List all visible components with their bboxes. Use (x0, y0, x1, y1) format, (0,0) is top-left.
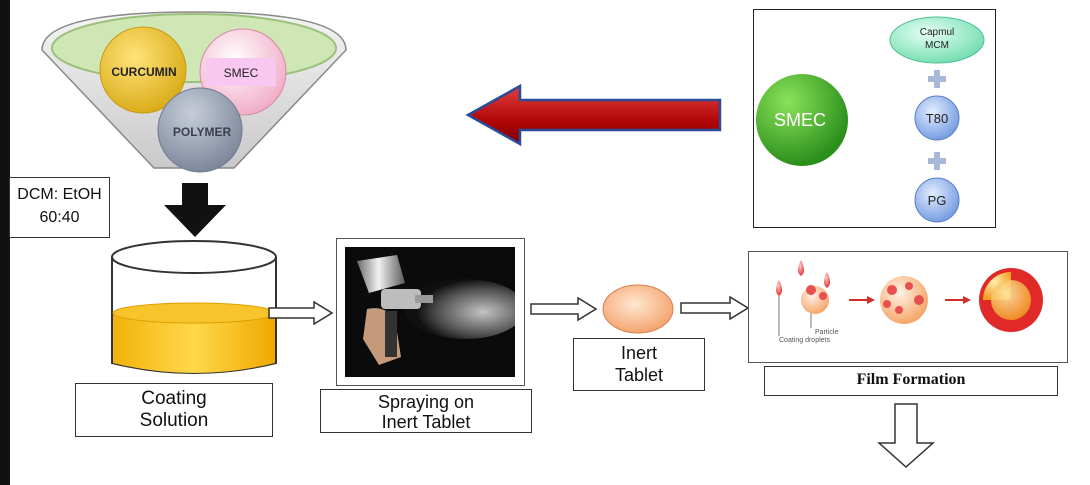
spraying-line1: Spraying on (377, 392, 475, 412)
solvent-line2: 60:40 (39, 209, 80, 226)
coating-droplets (776, 260, 830, 336)
ingredient-funnel: CURCUMIN SMEC POLYMER (41, 11, 347, 173)
coating-solution-label: Coating Solution (75, 383, 273, 437)
pg-label: PG (928, 193, 947, 208)
film-formation-label: Film Formation (764, 366, 1058, 396)
pg-circle (914, 177, 960, 223)
film-formation-illustration: Particle Coating droplets (776, 260, 1043, 344)
spray-mist (405, 279, 515, 339)
spray-gun-image (345, 247, 515, 377)
capmul-circle (889, 16, 985, 64)
particle-label: Particle (815, 329, 838, 336)
polymer-circle (157, 87, 243, 173)
hollow-arrow-3 (680, 295, 750, 321)
hollow-down-arrow (877, 403, 935, 469)
left-edge-bar (0, 0, 10, 485)
down-arrow-thick (164, 183, 226, 237)
solvent-ratio-box: DCM: EtOH 60:40 (9, 177, 110, 238)
inert-tablet-line2: Tablet (614, 365, 664, 385)
capmul-label-line1: Capmul (920, 27, 954, 38)
t80-circle (914, 95, 960, 141)
funnel-rim (51, 13, 337, 83)
polymer-label: POLYMER (173, 125, 232, 139)
capmul-label-line2: MCM (925, 40, 949, 51)
smec-main-label: SMEC (774, 110, 826, 130)
spraying-line2: Inert Tablet (381, 412, 471, 432)
red-left-arrow (465, 83, 722, 147)
inert-tablet-image (602, 284, 674, 334)
plus-icon-2 (928, 152, 946, 170)
t80-label: T80 (926, 111, 948, 126)
curcumin-label: CURCUMIN (111, 65, 176, 79)
coating-solution-line1: Coating (141, 388, 207, 409)
coating-solution-line2: Solution (139, 410, 209, 431)
inert-tablet-line1: Inert (620, 343, 658, 363)
spray-cup (357, 255, 405, 293)
film-formation-title: Film Formation (856, 371, 966, 388)
spraying-label: Spraying on Inert Tablet (320, 389, 532, 433)
film-formation-frame: Particle Coating droplets (748, 251, 1068, 363)
hollow-arrow-1 (268, 300, 334, 326)
curcumin-circle (99, 26, 187, 114)
smec-composition-diagram: SMEC Capmul MCM T80 PG (756, 16, 985, 223)
plus-icon-1 (928, 70, 946, 88)
beaker (111, 240, 277, 374)
inert-tablet-label: Inert Tablet (573, 338, 705, 391)
smec-highlight (206, 58, 276, 86)
coating-droplets-label: Coating droplets (779, 337, 830, 344)
smec-main-circle (756, 74, 848, 166)
spray-photo-frame (336, 238, 525, 386)
smec-composition-box: SMEC Capmul MCM T80 PG (753, 9, 996, 228)
smec-label: SMEC (224, 66, 259, 80)
coating-liquid (113, 313, 275, 373)
hollow-arrow-2 (530, 296, 598, 322)
solvent-line1: DCM: EtOH (17, 186, 102, 203)
